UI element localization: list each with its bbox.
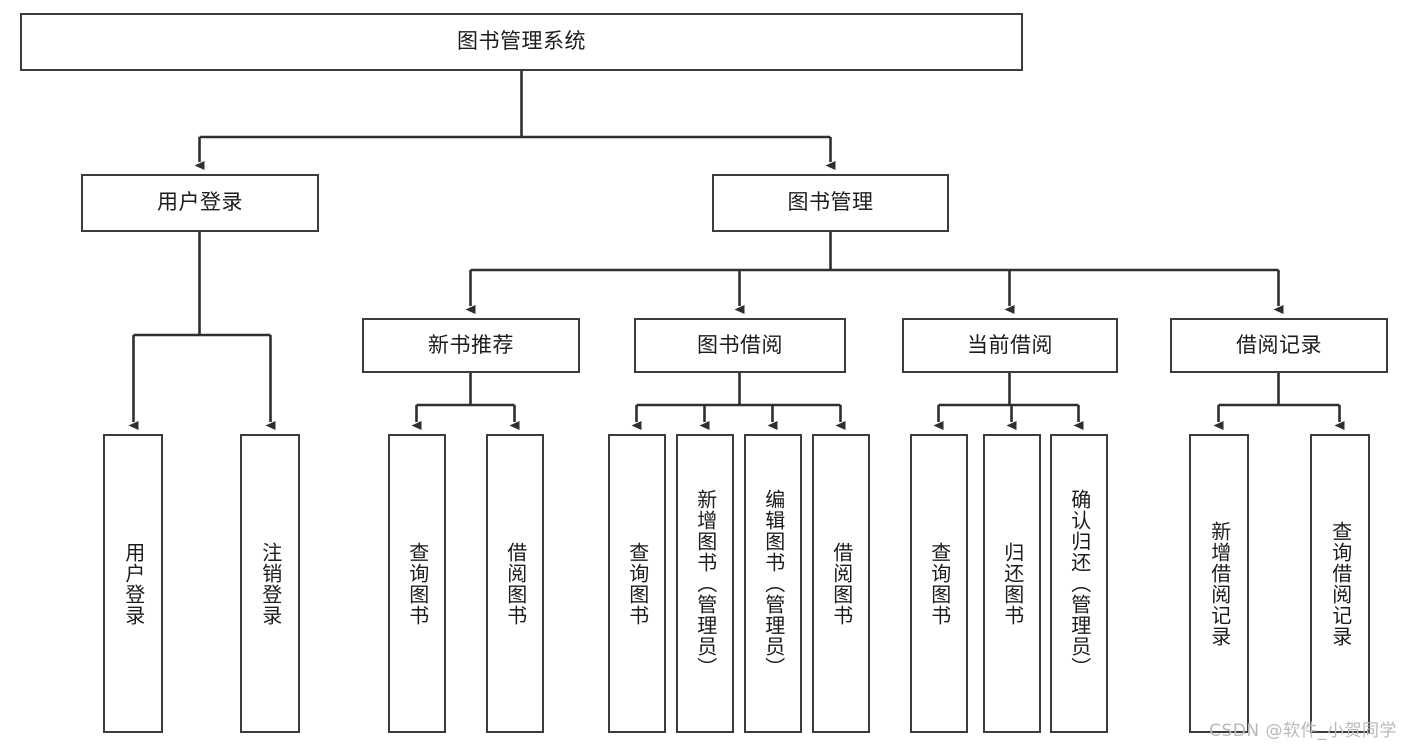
leaf-node[interactable]: 用户登录 xyxy=(103,434,163,733)
leaf-node[interactable]: 新增借阅记录 xyxy=(1189,434,1249,733)
node-label: 图书管理 xyxy=(787,190,874,215)
leaf-node[interactable]: 归还图书 xyxy=(983,434,1041,733)
node-current-borrow[interactable]: 当前借阅 xyxy=(902,318,1118,373)
node-label: 用户登录 xyxy=(157,190,243,215)
leaf-node[interactable]: 查询图书 xyxy=(910,434,968,733)
leaf-node[interactable]: 借阅图书 xyxy=(486,434,544,733)
leaf-label: 编辑图书（管理员） xyxy=(761,489,786,678)
node-book-management[interactable]: 图书管理 xyxy=(712,174,949,232)
leaf-label: 查询图书 xyxy=(625,541,650,626)
leaf-label: 查询图书 xyxy=(927,541,952,626)
leaf-label: 归还图书 xyxy=(1000,541,1025,626)
leaf-label: 确认归还（管理员） xyxy=(1067,489,1092,678)
leaf-label: 借阅图书 xyxy=(829,541,854,626)
leaf-label: 新增图书（管理员） xyxy=(693,489,718,678)
leaf-node[interactable]: 注销登录 xyxy=(240,434,300,733)
node-borrow-record[interactable]: 借阅记录 xyxy=(1170,318,1388,373)
node-user-login[interactable]: 用户登录 xyxy=(81,174,319,232)
node-book-borrow[interactable]: 图书借阅 xyxy=(634,318,846,373)
leaf-label: 查询图书 xyxy=(405,541,430,626)
leaf-label: 查询借阅记录 xyxy=(1328,520,1353,647)
csdn-watermark: CSDN @软件_小贺同学 xyxy=(1209,721,1397,741)
leaf-node[interactable]: 借阅图书 xyxy=(812,434,870,733)
node-label: 借阅记录 xyxy=(1236,332,1322,357)
node-label: 新书推荐 xyxy=(428,332,514,357)
leaf-node[interactable]: 新增图书（管理员） xyxy=(676,434,734,733)
node-label: 当前借阅 xyxy=(967,332,1053,357)
leaf-node[interactable]: 确认归还（管理员） xyxy=(1050,434,1108,733)
leaf-node[interactable]: 编辑图书（管理员） xyxy=(744,434,802,733)
leaf-label: 注销登录 xyxy=(258,541,283,626)
leaf-node[interactable]: 查询图书 xyxy=(608,434,666,733)
node-root-label: 图书管理系统 xyxy=(457,29,586,54)
leaf-label: 借阅图书 xyxy=(503,541,528,626)
leaf-label: 新增借阅记录 xyxy=(1207,520,1232,647)
node-root-system[interactable]: 图书管理系统 xyxy=(20,13,1023,71)
node-new-book-recommend[interactable]: 新书推荐 xyxy=(362,318,580,373)
leaf-node[interactable]: 查询图书 xyxy=(388,434,446,733)
node-label: 图书借阅 xyxy=(697,332,783,357)
leaf-node[interactable]: 查询借阅记录 xyxy=(1310,434,1370,733)
leaf-label: 用户登录 xyxy=(121,541,146,626)
